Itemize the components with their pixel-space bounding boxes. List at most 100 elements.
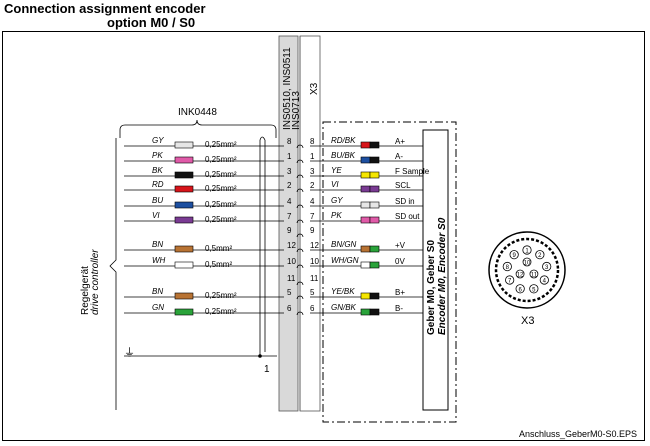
connector-pin [539,275,549,285]
contact-symbol [296,311,304,316]
contact-symbol [296,264,304,269]
drive-controller-label-1: Regelgerät [80,266,91,315]
wire-color-swatch-right-b [369,245,380,253]
wire-color-swatch-right-a [360,261,371,269]
pin-number-left: 5 [287,288,292,297]
connector-pin [522,257,532,267]
pin-number-left: 1 [287,152,292,161]
pin-number-right: 10 [310,257,319,266]
pin-number-left: 11 [287,274,296,283]
wire-color-swatch-right-b [369,292,380,300]
wire-color-swatch-right-b [369,156,380,164]
connector-pin [542,261,552,272]
connector-pin-number: 1 [525,249,529,255]
terminal-strip-label: INS0510, INS0511 [282,47,293,130]
pin-number-right: 12 [310,241,319,250]
title-line-2: option M0 / S0 [107,15,196,30]
cable-brace [119,119,277,138]
connector-label: X3 [521,315,534,327]
connector-pin-number: 10 [524,261,531,267]
wire-color-code: GN [152,303,164,312]
wire-cross-section: 0,25mm² [205,291,237,300]
pin-number-right: 7 [310,212,315,221]
connector-pin-number: 11 [531,273,538,279]
wire-color-swatch-right-a [360,156,371,164]
wire-color-swatch-right-b [369,185,380,193]
encoder-label-2: Encoder M0, Encoder S0 [437,217,448,335]
pin-number-left: 9 [287,226,292,235]
wire-cross-section: 0,25mm² [205,215,237,224]
wire-cross-section: 0,25mm² [205,170,237,179]
title-line-1: Connection assignment encoder [4,1,206,16]
pin-number-left: 7 [287,212,292,221]
pin-number-right: 4 [310,197,315,206]
wire-color-swatch [174,292,194,300]
contact-symbol [296,233,304,238]
signal-name: A+ [395,137,405,146]
wire-color-swatch-right-a [360,141,371,149]
signal-name: F Sample [395,167,430,176]
contact-symbol [296,188,304,193]
pin-number-right: 9 [310,226,315,235]
connector-pin-number: 6 [518,287,522,293]
pin-number-left: 3 [287,167,292,176]
wire-color-swatch-right-b [369,261,380,269]
connector-pin-number: 5 [532,287,536,293]
wire-color-swatch-right-a [360,245,371,253]
shield-ref-label: 1 [264,364,270,375]
contact-symbol [296,144,304,149]
wire-color-swatch-right-b [369,141,380,149]
signal-name: B+ [395,288,405,297]
wire-color-swatch [174,201,194,209]
pin-number-left: 8 [287,137,292,146]
wire-color-swatch [174,156,194,164]
wire-color-code-right: WH/GN [331,256,359,265]
wire-cross-section: 0,5mm² [205,244,232,253]
wire-color-swatch [174,216,194,224]
wire-color-swatch-right-b [369,216,380,224]
pin-number-right: 2 [310,181,315,190]
wire-color-code: BK [152,166,163,175]
connector-pin [505,275,515,285]
wire-color-code: VI [152,211,160,220]
wire-color-code: BN [152,240,163,249]
wire-color-swatch [174,245,194,253]
wire-color-code-right: YE [331,166,342,175]
connector-pin-number: 4 [543,279,547,285]
contact-symbol [296,281,304,286]
wire-color-swatch [174,261,194,269]
wire-color-code-right: GN/BK [331,303,357,312]
pin-number-right: 11 [310,274,319,283]
wire-color-swatch-right-b [369,308,380,316]
contact-symbol [296,295,304,300]
signal-name: SCL [395,181,411,190]
wire-color-code-right: GY [331,196,343,205]
wire-color-swatch-right-a [360,185,371,193]
wire-color-swatch-right-a [360,292,371,300]
connector-pin [529,284,539,294]
drive-controller-label-2: drive controller [90,249,101,315]
wire-row: 11 11 [287,274,319,286]
pin-number-right: 1 [310,152,315,161]
wire-color-swatch-right-b [369,171,380,179]
signal-name: SD in [395,197,415,206]
wire-color-code-right: BU/BK [331,151,356,160]
encoder-dashed-box [322,121,457,423]
wire-color-code-right: BN/GN [331,240,357,249]
pin-number-left: 6 [287,304,292,313]
pin-number-right: 5 [310,288,315,297]
connector-pin [515,269,525,279]
wire-cross-section: 0,25mm² [205,184,237,193]
connector-pin [509,250,519,260]
wire-color-code-right: VI [331,180,339,189]
wire-color-code: WH [152,256,166,265]
signal-name: +V [395,241,406,250]
